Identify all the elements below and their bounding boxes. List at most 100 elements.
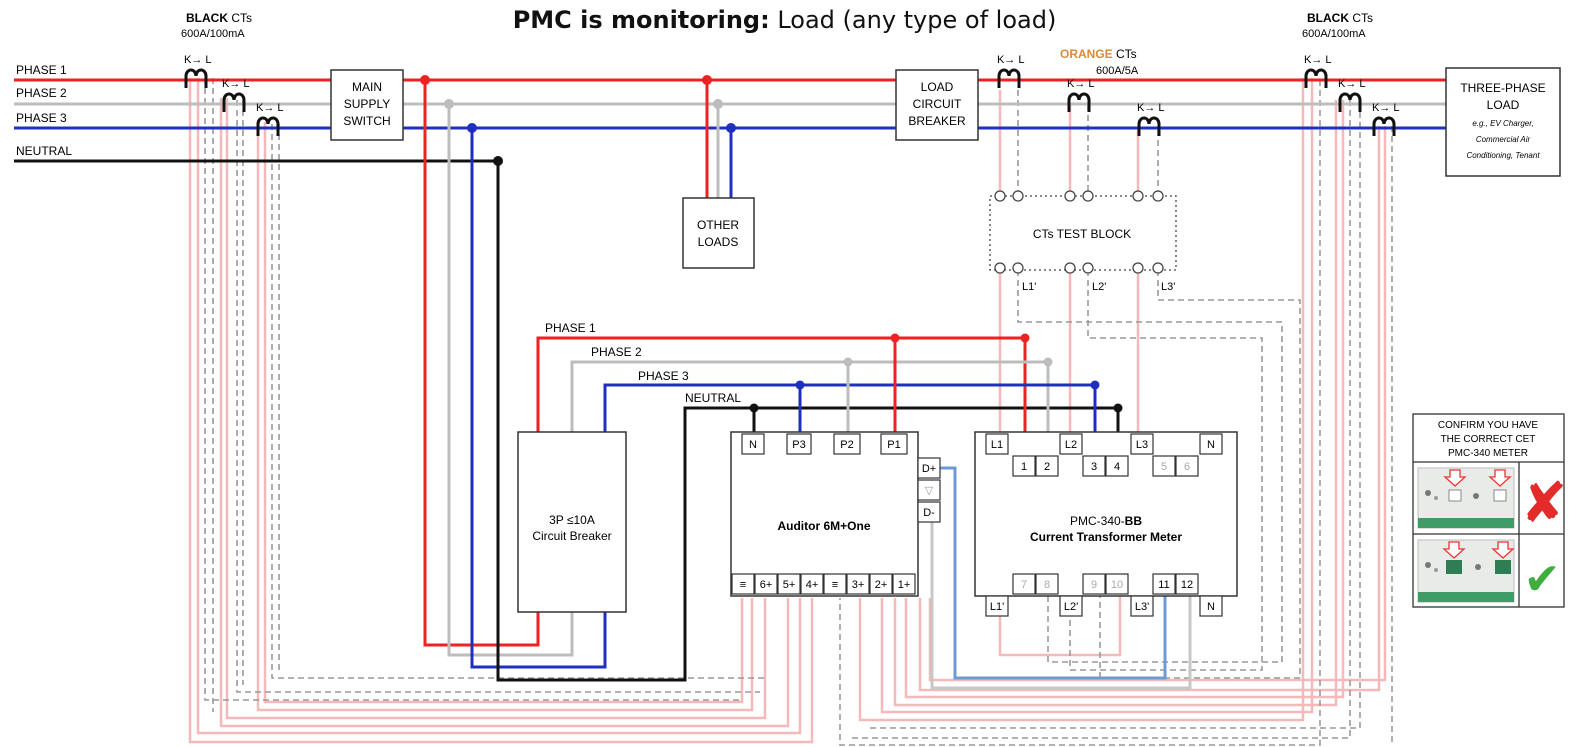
svg-text:L2': L2'	[1064, 601, 1078, 613]
title-bold: PMC is monitoring:	[512, 6, 770, 34]
main-buses	[14, 78, 1448, 163]
ct-left-3-kl-label: K→ L	[256, 102, 284, 114]
ct-left-header: BLACK CTs	[186, 11, 252, 25]
svg-text:N: N	[749, 439, 757, 451]
pmc-top-label: N	[1199, 433, 1223, 455]
svg-text:3+: 3+	[852, 579, 865, 591]
load-breaker-line2: CIRCUIT	[913, 97, 962, 111]
svg-text:P2: P2	[840, 439, 853, 451]
breaker-line1: 3P ≤10A	[549, 513, 595, 527]
pmc-top-number: 6	[1175, 455, 1199, 477]
auditor-bottom-terminal: 3+	[846, 573, 870, 595]
wrong-cross-icon: ✘	[1521, 471, 1568, 536]
ct-secondary-wires	[188, 78, 1387, 744]
svg-text:≡: ≡	[740, 579, 746, 591]
ct-orange-3-icon: K→ L	[1137, 102, 1165, 136]
lower-phase3: PHASE 3	[638, 369, 689, 383]
ct-left-3-icon: K→ L	[256, 102, 284, 136]
breaker-feed-wires	[423, 80, 1120, 682]
label-neutral: NEUTRAL	[16, 144, 72, 158]
pmc-bottom-number: 12	[1175, 573, 1199, 595]
ct-right-2-kl-label: K→ L	[1338, 78, 1366, 90]
ct-right-1-icon: K→ L	[1304, 54, 1332, 88]
auditor-bottom-terminal: 5+	[777, 573, 801, 595]
page-title: PMC is monitoring: Load (any type of loa…	[0, 6, 1569, 34]
three-phase-load-example2: Commercial Air	[1476, 135, 1531, 144]
pmc-top-number: 3	[1082, 455, 1106, 477]
breaker-line2: Circuit Breaker	[532, 529, 611, 543]
auditor-name: Auditor 6M+One	[777, 519, 870, 533]
ct-orange-rating: 600A/5A	[1096, 65, 1139, 77]
ct-right-rating: 600A/100mA	[1302, 28, 1366, 40]
other-loads-box: OTHER LOADS	[682, 197, 755, 269]
ct-symbols: K→ LK→ LK→ LK→ LK→ LK→ LK→ LK→ LK→ L	[184, 54, 1400, 136]
svg-text:D-: D-	[923, 507, 935, 519]
svg-text:2: 2	[1044, 461, 1050, 473]
ct-orange-1-icon: K→ L	[997, 54, 1025, 88]
auditor-side-terminal: D-	[917, 501, 941, 523]
main-switch-line3: SWITCH	[343, 114, 390, 128]
three-pole-breaker: 3P ≤10A Circuit Breaker	[517, 431, 627, 613]
label-phase1: PHASE 1	[16, 63, 67, 77]
pmc-name-b: BB	[1125, 514, 1143, 528]
pmc-top-number: 4	[1105, 455, 1129, 477]
svg-text:5+: 5+	[783, 579, 796, 591]
svg-text:9: 9	[1091, 579, 1097, 591]
ct-right-header: BLACK CTs	[1307, 11, 1373, 25]
auditor-top-terminal: P1	[880, 433, 908, 455]
auditor-top-terminal: P3	[786, 433, 812, 455]
pmc-top-number: 5	[1152, 455, 1176, 477]
test-block-l1: L1'	[1022, 281, 1036, 293]
svg-text:11: 11	[1158, 579, 1169, 591]
ct-left-color: BLACK	[186, 11, 228, 25]
ct-test-block: CTs TEST BLOCK L1' L2' L3'	[989, 190, 1177, 293]
test-block-l2: L2'	[1092, 281, 1106, 293]
load-circuit-breaker: LOAD CIRCUIT BREAKER	[895, 69, 979, 141]
auditor-top-terminal: N	[741, 433, 765, 455]
svg-text:P3: P3	[792, 439, 805, 451]
ct-orange-3-kl-label: K→ L	[1137, 102, 1165, 114]
ct-right-1-kl-label: K→ L	[1304, 54, 1332, 66]
svg-text:4+: 4+	[806, 579, 819, 591]
pmc-name-a: PMC-340-	[1070, 514, 1125, 528]
pmc-bottom-number: 10	[1105, 573, 1129, 595]
svg-text:N: N	[1207, 601, 1215, 613]
three-phase-load-box: THREE-PHASE LOAD e.g., EV Charger, Comme…	[1445, 67, 1561, 177]
auditor-bottom-terminal: 6+	[754, 573, 778, 595]
svg-text:P1: P1	[887, 439, 900, 451]
svg-text:1: 1	[1021, 461, 1027, 473]
load-breaker-line3: BREAKER	[908, 114, 966, 128]
title-rest: Load (any type of load)	[769, 6, 1057, 34]
pmc-bottom-label: L3'	[1130, 595, 1154, 617]
ct-orange-2-icon: K→ L	[1067, 78, 1095, 112]
ct-orange-1-kl-label: K→ L	[997, 54, 1025, 66]
pmc-top-number: 1	[1012, 455, 1036, 477]
confirm-line2: THE CORRECT CET	[1441, 434, 1536, 445]
confirm-line1: CONFIRM YOU HAVE	[1438, 420, 1539, 431]
ct-right-2-icon: K→ L	[1338, 78, 1366, 112]
pmc-name: PMC-340-BB	[1070, 514, 1142, 528]
lower-junction-dots	[749, 333, 1123, 413]
auditor-bottom-terminal: 4+	[800, 573, 824, 595]
svg-text:5: 5	[1161, 461, 1167, 473]
ct-orange-word: CTs	[1113, 47, 1137, 61]
label-phase2: PHASE 2	[16, 86, 67, 100]
svg-text:L1: L1	[991, 439, 1003, 451]
ct-left-1-kl-label: K→ L	[184, 54, 212, 66]
ct-left-1-icon: K→ L	[184, 54, 212, 88]
svg-text:10: 10	[1111, 579, 1123, 591]
ct-left-rating: 600A/100mA	[181, 28, 245, 40]
pmc-top-number: 2	[1035, 455, 1059, 477]
label-phase3: PHASE 3	[16, 111, 67, 125]
dashed-wires	[204, 78, 1393, 746]
pmc-top-label: L2	[1059, 433, 1083, 455]
svg-text:6+: 6+	[760, 579, 773, 591]
pmc-bottom-number: 11	[1152, 573, 1176, 595]
ct-right-word: CTs	[1349, 11, 1373, 25]
main-switch-line1: MAIN	[352, 80, 382, 94]
svg-text:7: 7	[1021, 579, 1027, 591]
ct-right-color: BLACK	[1307, 11, 1349, 25]
other-loads-line1: OTHER	[697, 218, 739, 232]
confirm-line3: PMC-340 METER	[1448, 448, 1528, 459]
